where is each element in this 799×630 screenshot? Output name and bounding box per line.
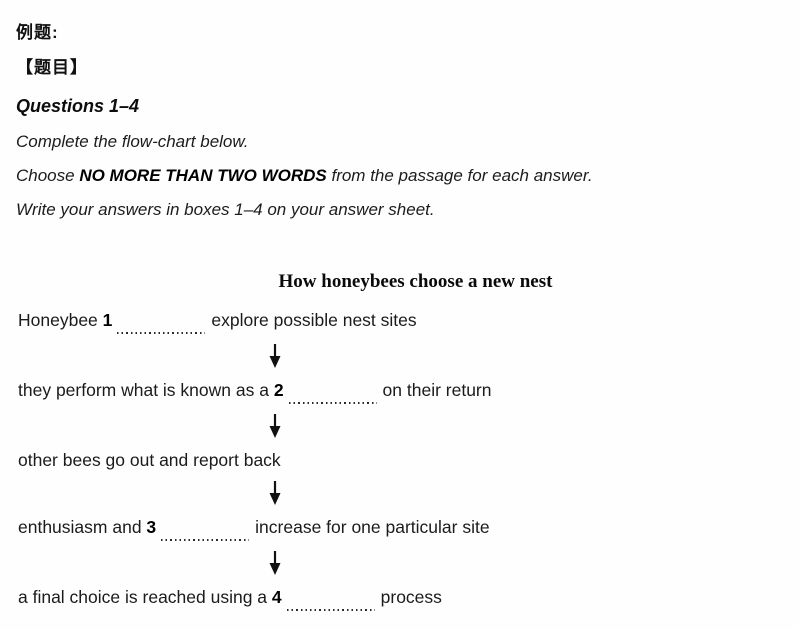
flow-step-1: Honeybee 1 explore possible nest sites [18, 309, 783, 334]
flow-step-5: a final choice is reached using a 4 proce… [18, 586, 783, 611]
question-number-1: 1 [102, 310, 113, 330]
flow-step-3: other bees go out and report back [18, 449, 783, 471]
step1-post: explore possible nest sites [211, 310, 417, 330]
step2-pre: they perform what is known as a [18, 380, 274, 400]
step2-post: on their return [382, 380, 492, 400]
flow-arrow-2 [18, 414, 783, 438]
step1-pre: Honeybee [18, 310, 103, 330]
question-number-2: 2 [273, 380, 284, 400]
example-label: 例题: [16, 23, 59, 42]
instruction-choose-pre: Choose [16, 166, 80, 185]
answer-blank-2 [288, 402, 377, 404]
question-number-3: 3 [146, 517, 157, 537]
question-number-4: 4 [271, 587, 282, 607]
answer-blank-4 [286, 609, 375, 611]
answer-blank-1 [117, 332, 206, 334]
step5-pre: a final choice is reached using a [18, 587, 272, 607]
down-arrow-icon [269, 551, 281, 575]
flow-arrow-3 [18, 481, 783, 505]
flow-arrow-1 [18, 344, 783, 368]
answer-blank-3 [161, 539, 250, 541]
topic-label: 【题目】 [16, 58, 88, 77]
step5-post: process [380, 587, 442, 607]
step4-pre: enthusiasm and [18, 517, 147, 537]
instruction-choose-post: from the passage for each answer. [326, 166, 593, 185]
flow-arrow-4 [18, 551, 783, 575]
flow-step-4: enthusiasm and 3 increase for one particu… [18, 516, 783, 541]
word-limit-emphasis: NO MORE THAN TWO WORDS [79, 166, 327, 185]
step4-post: increase for one particular site [255, 517, 490, 537]
flow-chart: Honeybee 1 explore possible nest sites th… [16, 309, 783, 611]
step3-text: other bees go out and report back [18, 450, 281, 470]
instruction-choose: Choose NO MORE THAN TWO WORDS from the p… [16, 165, 783, 187]
questions-heading: Questions 1–4 [16, 96, 140, 116]
down-arrow-icon [269, 344, 281, 368]
down-arrow-icon [269, 481, 281, 505]
flow-chart-title: How honeybees choose a new nest [278, 271, 553, 292]
instruction-write: Write your answers in boxes 1–4 on your … [16, 200, 435, 219]
down-arrow-icon [269, 414, 281, 438]
flow-step-2: they perform what is known as a 2 on thei… [18, 379, 783, 404]
instruction-complete: Complete the flow-chart below. [16, 132, 249, 151]
